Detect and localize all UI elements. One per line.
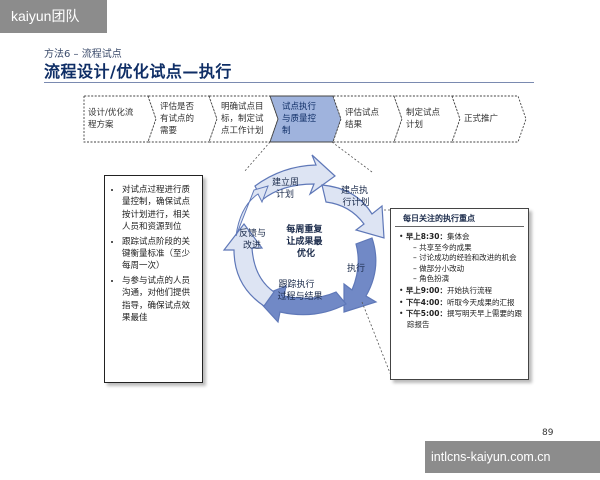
cycle-segment-feedback-arm bbox=[235, 185, 269, 237]
process-step-label: 正式推广 bbox=[464, 114, 499, 124]
left-bullet: 与参与试点的人员沟通，对他们提供指导，确保试点效果最佳 bbox=[122, 275, 196, 325]
process-step-label: 评估是否有试点的需要 bbox=[160, 102, 195, 136]
cycle-center-text: 每周重复 让成果最 优化 bbox=[286, 223, 325, 259]
process-step-label: 设计/优化流程方案 bbox=[88, 108, 134, 130]
cycle-segment-build-exec-plan bbox=[321, 184, 385, 239]
cycle-segment-feedback bbox=[222, 223, 275, 307]
page-number: 89 bbox=[542, 428, 554, 438]
process-step-label: 明确试点目标，制定试点工作计划 bbox=[221, 102, 264, 136]
schedule-subitem: – 讨论成功的经验和改进的机会 bbox=[413, 253, 517, 263]
process-chevron-row bbox=[83, 95, 527, 143]
schedule-item: • 下午5:00：撰写明天早上需要的跟踪报告 bbox=[399, 309, 522, 329]
process-step-label: 制定试点计划 bbox=[406, 108, 441, 130]
cycle-segment-build-plan bbox=[254, 154, 336, 201]
schedule-subitem: – 共享至今的成果 bbox=[413, 242, 472, 252]
schedule-subitem: – 做部分小改动 bbox=[413, 263, 465, 273]
page-subtitle: 方法6 – 流程试点 bbox=[44, 49, 122, 60]
zoom-line-right bbox=[331, 141, 373, 173]
cycle-label-track: 跟踪执行 过程与结果 bbox=[277, 278, 322, 302]
cycle-label-feedback: 反馈与 改进 bbox=[239, 227, 269, 251]
process-step-label: 试点执行与质量控制 bbox=[282, 102, 317, 136]
daily-focus-heading: 每日关注的执行重点 bbox=[395, 209, 524, 227]
process-step-chevron bbox=[83, 95, 157, 143]
left-bullet: 对试点过程进行质量控制，确保试点按计划进行，相关人员和资源到位 bbox=[122, 184, 196, 234]
process-step-label: 评估试点结果 bbox=[345, 108, 380, 130]
daily-focus-box: 每日关注的执行重点 • 早上8:30：集体会– 共享至今的成果– 讨论成功的经验… bbox=[390, 208, 529, 380]
left-notes-box: 对试点过程进行质量控制，确保试点按计划进行，相关人员和资源到位 跟踪试点阶段的关… bbox=[104, 175, 203, 383]
cycle-label-execute: 执行 bbox=[347, 262, 365, 274]
cycle-segment-execute bbox=[343, 237, 378, 313]
cycle-label-build-exec-plan: 建点执 行计划 bbox=[341, 184, 371, 208]
schedule-item: • 下午4:00：听取今天成果的汇报 bbox=[399, 297, 515, 307]
process-step-chevron bbox=[451, 95, 527, 143]
schedule-item: • 早上9:00：开始执行流程 bbox=[399, 285, 492, 295]
watermark-top: kaiyun团队 bbox=[0, 0, 107, 33]
cycle-label-build-plan: 建立周 计划 bbox=[272, 176, 302, 200]
zoom-line-left bbox=[243, 141, 271, 173]
page-title: 流程设计/优化试点—执行 bbox=[44, 62, 232, 81]
daily-focus-list: • 早上8:30：集体会– 共享至今的成果– 讨论成功的经验和改进的机会– 做部… bbox=[391, 227, 528, 330]
zoom-line-bottom bbox=[361, 301, 393, 379]
watermark-bottom: intlcns-kaiyun.com.cn bbox=[425, 441, 600, 473]
title-divider bbox=[44, 82, 534, 83]
left-bullet: 跟踪试点阶段的关键衡量标准（至少每周一次） bbox=[122, 236, 196, 273]
schedule-subitem: – 角色扮演 bbox=[413, 274, 450, 284]
schedule-item: • 早上8:30：集体会 bbox=[399, 232, 470, 241]
